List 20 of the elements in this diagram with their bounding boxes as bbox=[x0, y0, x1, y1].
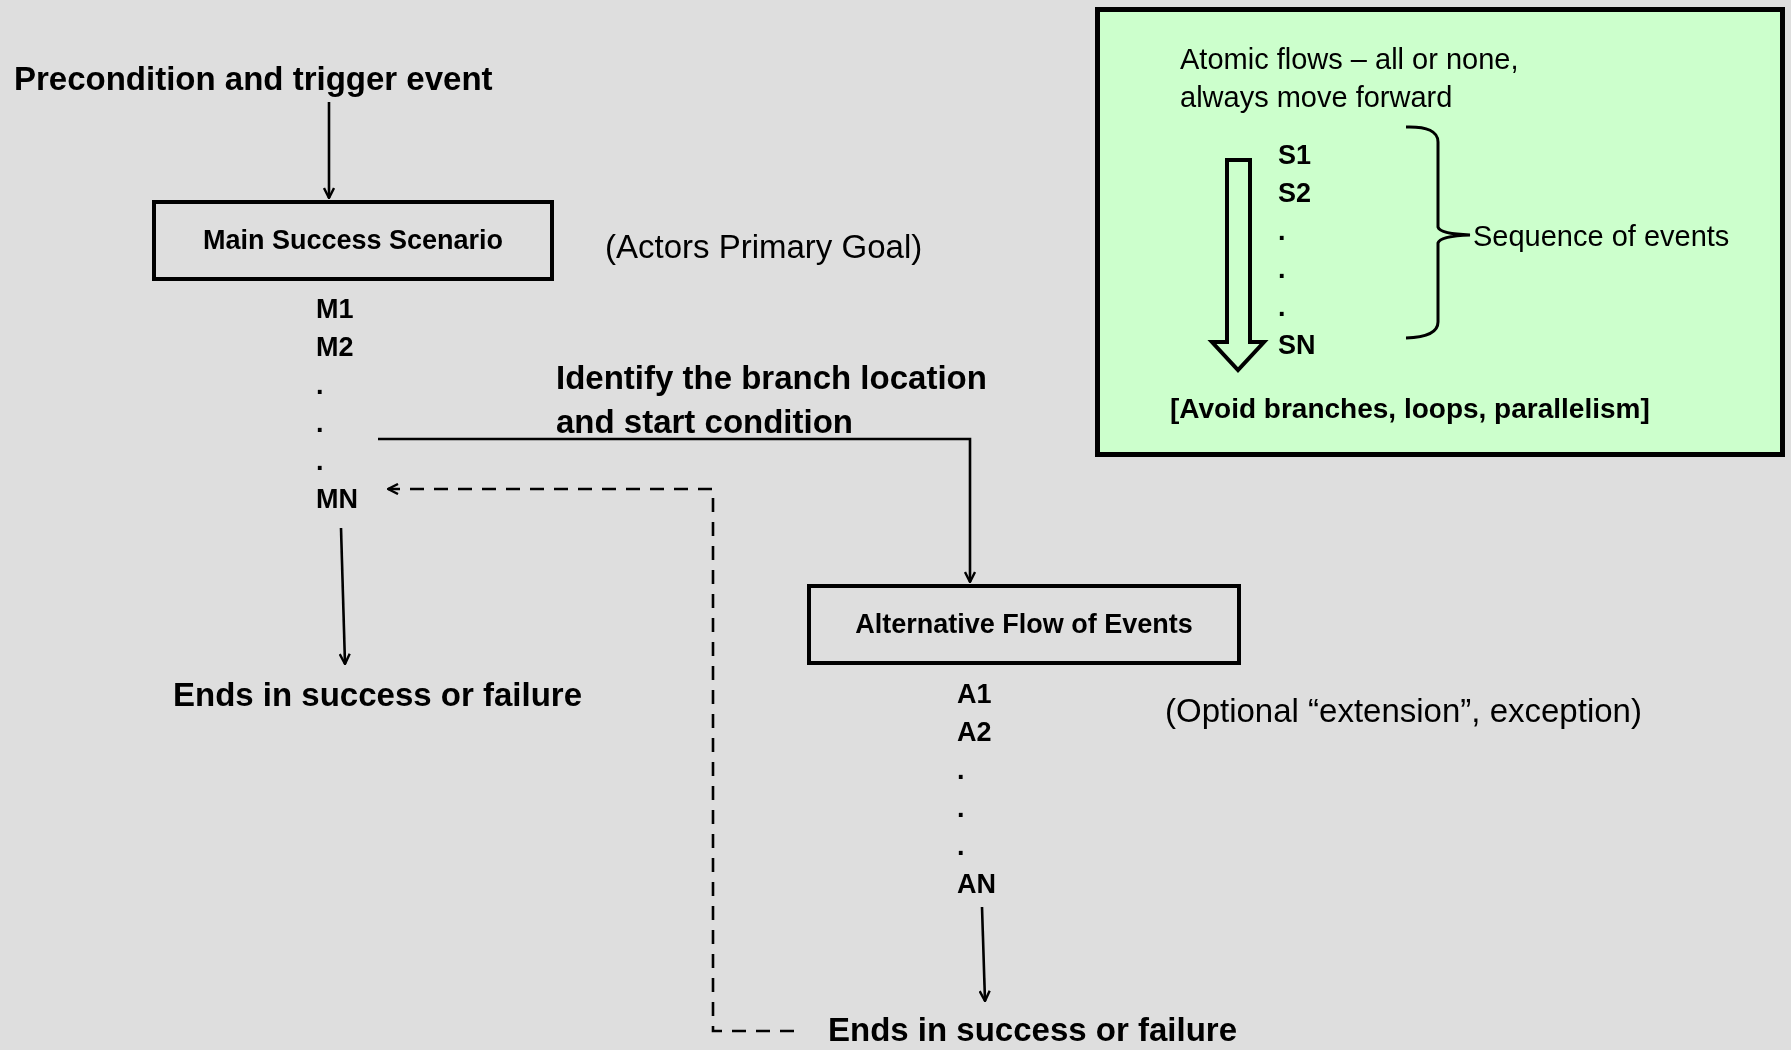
step-list: M1 M2 . . . MN bbox=[316, 290, 358, 518]
note-text: Atomic flows – all or none, always move forward bbox=[1180, 42, 1520, 115]
edge-label: Identify the branch location and start condition bbox=[556, 358, 988, 442]
arrow bbox=[322, 102, 336, 200]
end-text: Ends in success or failure bbox=[173, 676, 582, 714]
note-text: (Optional “extension”, exception) bbox=[1165, 692, 1642, 730]
arrow bbox=[378, 437, 977, 584]
note-panel bbox=[1095, 7, 1785, 457]
start-text: Precondition and trigger event bbox=[14, 60, 493, 98]
note-text: [Avoid branches, loops, parallelism] bbox=[1170, 392, 1650, 426]
step-list: A1 A2 . . . AN bbox=[957, 675, 996, 903]
note-text: (Actors Primary Goal) bbox=[605, 228, 923, 266]
arrow bbox=[978, 906, 991, 1003]
process-box: Main Success Scenario bbox=[152, 200, 554, 281]
end-text: Ends in success or failure bbox=[828, 1011, 1237, 1049]
dashed-arrow bbox=[386, 482, 794, 1033]
brace-label: Sequence of events bbox=[1473, 219, 1730, 254]
step-list: S1 S2 . . . SN bbox=[1278, 136, 1316, 364]
process-box: Alternative Flow of Events bbox=[807, 584, 1241, 665]
arrow bbox=[338, 527, 351, 666]
